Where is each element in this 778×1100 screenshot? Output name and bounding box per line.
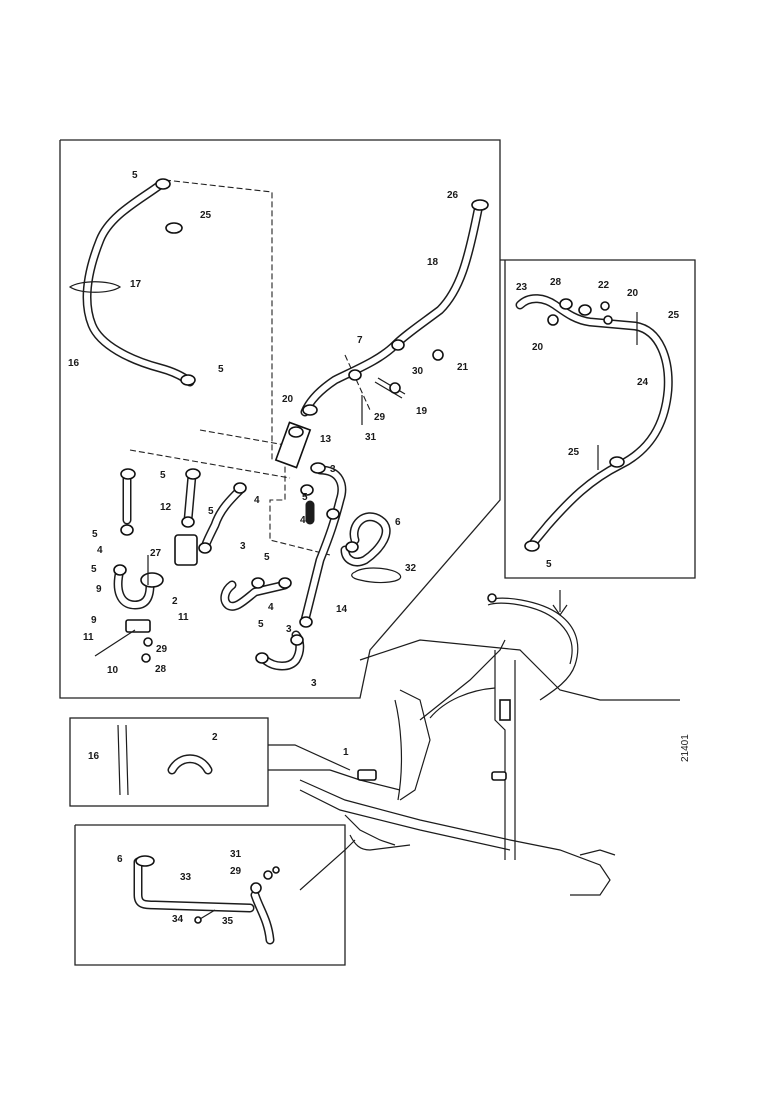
callout-label: 29 <box>374 412 386 423</box>
callout-label: 19 <box>416 406 428 417</box>
callout-label: 11 <box>178 612 189 623</box>
chassis-sketch <box>299 590 680 896</box>
callout-label: 3 <box>330 464 336 475</box>
callout-label: 35 <box>222 916 234 927</box>
callout-label: 3 <box>240 541 246 552</box>
callout-label: 33 <box>180 872 192 883</box>
callout-label: 25 <box>668 310 680 321</box>
callout-label: 28 <box>550 277 562 288</box>
callout-label: 29 <box>156 644 168 655</box>
callout-label: 5 <box>258 619 264 630</box>
callout-label: 5 <box>208 506 214 517</box>
callout-label: 23 <box>516 282 528 293</box>
callout-label: 4 <box>97 545 103 556</box>
callout-label: 2 <box>212 732 218 743</box>
callout-label: 29 <box>230 866 242 877</box>
callout-label: 13 <box>320 434 332 445</box>
callout-label: 32 <box>405 563 417 574</box>
callout-label: 12 <box>160 502 172 513</box>
callout-label: 7 <box>357 335 363 346</box>
callout-label: 20 <box>627 288 639 299</box>
callout-label: 4 <box>300 515 306 526</box>
callout-label: 5 <box>92 529 98 540</box>
frame-right <box>500 259 696 579</box>
hose-18 <box>300 199 489 425</box>
callout-label: 6 <box>117 854 123 865</box>
callout-label: 25 <box>568 447 580 458</box>
callout-label: 5 <box>132 170 138 181</box>
figure-number: 21401 <box>680 734 691 762</box>
callout-label: 16 <box>68 358 80 369</box>
callout-label: 3 <box>311 678 317 689</box>
dashed-assembly-lines <box>129 179 371 556</box>
callout-label: 31 <box>365 432 377 443</box>
callout-label: 5 <box>546 559 552 570</box>
callout-label: 20 <box>282 394 294 405</box>
valve-13 <box>274 421 312 469</box>
inset-middle-contents <box>117 724 213 796</box>
hose-24 <box>515 294 673 552</box>
callout-label: 25 <box>200 210 212 221</box>
callout-label: 16 <box>88 751 100 762</box>
callout-label: 9 <box>96 584 102 595</box>
callout-label: 10 <box>107 665 119 676</box>
callout-label: 31 <box>230 849 242 860</box>
callout-label: 1 <box>343 747 349 758</box>
callout-label: 18 <box>427 257 439 268</box>
callout-label: 30 <box>412 366 424 377</box>
callout-label: 5 <box>302 492 308 503</box>
center-assembly <box>94 462 402 671</box>
callout-label: 14 <box>336 604 348 615</box>
inset-leaders <box>268 744 356 891</box>
callout-label: 24 <box>637 377 649 388</box>
callout-label: 20 <box>532 342 544 353</box>
inset-bottom-contents <box>133 855 280 945</box>
callout-label: 9 <box>91 615 97 626</box>
hose-16 <box>68 178 196 387</box>
frame-inset-bottom <box>74 824 346 966</box>
callout-label: 5 <box>91 564 97 575</box>
callout-label: 2 <box>172 596 178 607</box>
callout-label: 28 <box>155 664 167 675</box>
callout-label: 11 <box>83 632 94 643</box>
callout-label: 5 <box>264 552 270 563</box>
callouts: 5 25 17 16 5 26 18 7 21 30 19 29 31 20 1… <box>68 170 680 927</box>
callout-label: 17 <box>130 279 142 290</box>
callout-label: 34 <box>172 914 184 925</box>
callout-label: 27 <box>150 548 162 559</box>
callout-label: 26 <box>447 190 459 201</box>
callout-label: 4 <box>254 495 260 506</box>
callout-label: 5 <box>218 364 224 375</box>
frame-top-left <box>59 139 501 699</box>
frame-inset-middle <box>69 717 269 807</box>
callout-label: 21 <box>457 362 469 373</box>
callout-label: 5 <box>160 470 166 481</box>
callout-label: 22 <box>598 280 610 291</box>
callout-label: 4 <box>268 602 274 613</box>
callout-label: 3 <box>286 624 292 635</box>
callout-label: 6 <box>395 517 401 528</box>
